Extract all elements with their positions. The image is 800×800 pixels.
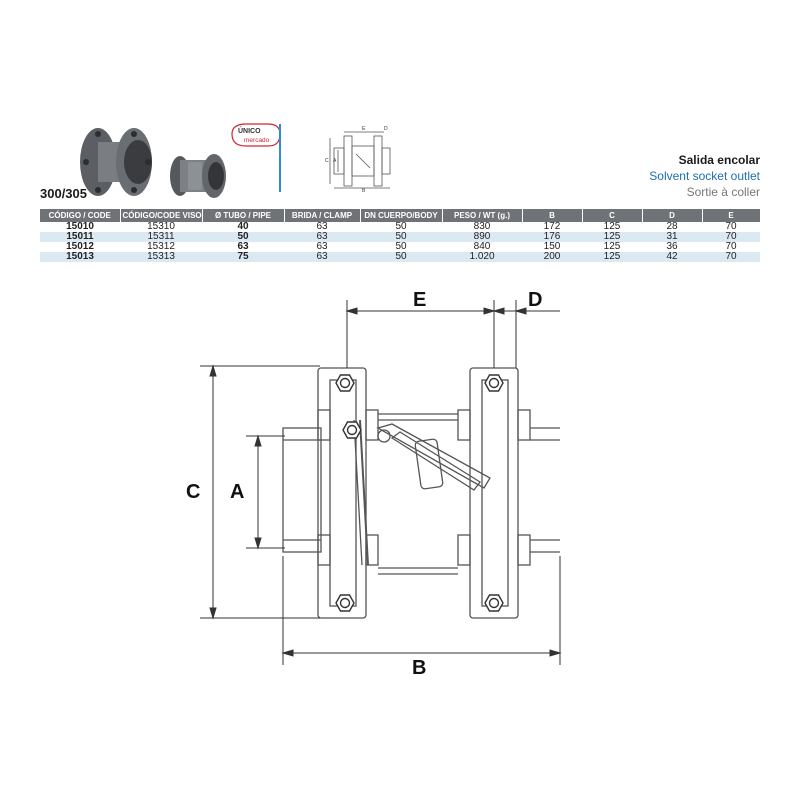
dim-label-c: C — [186, 481, 200, 503]
table-cell: 31 — [642, 232, 702, 242]
table-cell: 15011 — [40, 232, 120, 242]
table-cell: 15311 — [120, 232, 202, 242]
table-cell: 63 — [284, 252, 360, 262]
col-header: E — [702, 209, 761, 222]
table-row: 15011 15311 50 63 50 890 176 125 31 70 — [40, 232, 760, 242]
col-header: C — [582, 209, 643, 222]
table-cell: 176 — [522, 232, 582, 242]
table-cell: 125 — [582, 232, 642, 242]
product-titles: Salida encolar Solvent socket outlet Sor… — [649, 152, 760, 200]
technical-drawing: E D C A B — [186, 289, 562, 679]
table-cell: 50 — [360, 232, 442, 242]
table-cell: 70 — [702, 232, 760, 242]
col-header: CÓDIGO/CODE VISOR — [120, 209, 203, 222]
table-cell: 63 — [316, 241, 328, 252]
table-cell: 40 — [237, 221, 249, 232]
table-cell: 70 — [725, 221, 737, 232]
table-cell: 840 — [473, 241, 491, 252]
dim-label-a: A — [230, 481, 244, 503]
col-header: B — [522, 209, 583, 222]
bolt-nut-icon — [484, 374, 504, 392]
mini-label-e: E — [362, 126, 366, 132]
col-header: CÓDIGO / CODE — [40, 209, 121, 222]
table-cell: 75 — [202, 252, 284, 262]
table-cell: 70 — [725, 241, 737, 252]
table-header-row: CÓDIGO / CODE CÓDIGO/CODE VISOR Ø TUBO /… — [40, 209, 761, 222]
bolt-nut-icon — [484, 594, 504, 612]
table-cell: 830 — [473, 221, 491, 232]
col-header: Ø TUBO / PIPE — [202, 209, 285, 222]
mini-label-b: B — [362, 188, 366, 192]
table-cell: 50 — [395, 241, 407, 252]
col-header: PESO / WT (g.) — [442, 209, 523, 222]
col-header: DN CUERPO/BODY — [360, 209, 443, 222]
bolt-nut-icon — [342, 421, 362, 439]
table-cell: 172 — [543, 221, 561, 232]
dimension-lines — [200, 300, 562, 665]
table-row: 15012 15312 63 63 50 840 150 125 36 70 — [40, 242, 760, 252]
table-cell: 15010 — [66, 221, 94, 232]
table-cell: 50 — [360, 252, 442, 262]
table-cell: 150 — [543, 241, 561, 252]
title-spanish: Salida encolar — [678, 153, 760, 167]
badge-top-text: ÚNICO — [238, 126, 261, 135]
table-cell: 70 — [702, 252, 760, 262]
bolt-nut-icon — [335, 374, 355, 392]
header-divider — [279, 124, 281, 192]
table-cell: 63 — [237, 241, 249, 252]
product-photo-small — [170, 154, 226, 198]
table-cell: 15312 — [147, 241, 175, 252]
table-cell: 15310 — [147, 221, 175, 232]
col-header: D — [642, 209, 703, 222]
drawing-lines — [282, 367, 560, 619]
table-cell: 50 — [202, 232, 284, 242]
title-english: Solvent socket outlet — [649, 169, 760, 183]
table-cell: 15012 — [66, 241, 94, 252]
table-cell: 125 — [603, 221, 621, 232]
table-row: 15013 15313 75 63 50 1.020 200 125 42 70 — [40, 252, 760, 262]
dim-label-d: D — [528, 289, 542, 311]
bolt-nut-icon — [335, 594, 355, 612]
table-cell: 36 — [666, 241, 678, 252]
unique-market-badge: ÚNICO mercado — [231, 123, 281, 147]
table-row: 15010 15310 40 63 50 830 172 125 28 70 — [40, 222, 760, 232]
mini-label-a: A — [333, 158, 337, 164]
table-cell: 15013 — [40, 252, 120, 262]
mini-label-c: C — [325, 158, 329, 164]
table-cell: 50 — [395, 221, 407, 232]
table-cell: 63 — [316, 221, 328, 232]
table-cell: 42 — [642, 252, 702, 262]
dim-label-e: E — [413, 289, 426, 311]
table-cell: 15313 — [120, 252, 202, 262]
table-cell: 890 — [442, 232, 522, 242]
table-cell: 63 — [284, 232, 360, 242]
badge-sub-text: mercado — [244, 137, 270, 144]
table-cell: 125 — [582, 252, 642, 262]
title-french: Sortie à coller — [686, 185, 760, 199]
mini-dimension-drawing: E D C A B — [325, 126, 391, 192]
col-header: BRIDA / CLAMP — [284, 209, 361, 222]
table-cell: 28 — [666, 221, 678, 232]
mini-label-d: D — [384, 126, 388, 132]
table-cell: 200 — [522, 252, 582, 262]
series-number: 300/305 — [40, 186, 87, 201]
dim-label-b: B — [412, 657, 426, 679]
spec-table: CÓDIGO / CODE CÓDIGO/CODE VISOR Ø TUBO /… — [40, 209, 761, 262]
table-cell: 1.020 — [442, 252, 522, 262]
table-cell: 125 — [603, 241, 621, 252]
product-photo-large — [80, 128, 152, 196]
